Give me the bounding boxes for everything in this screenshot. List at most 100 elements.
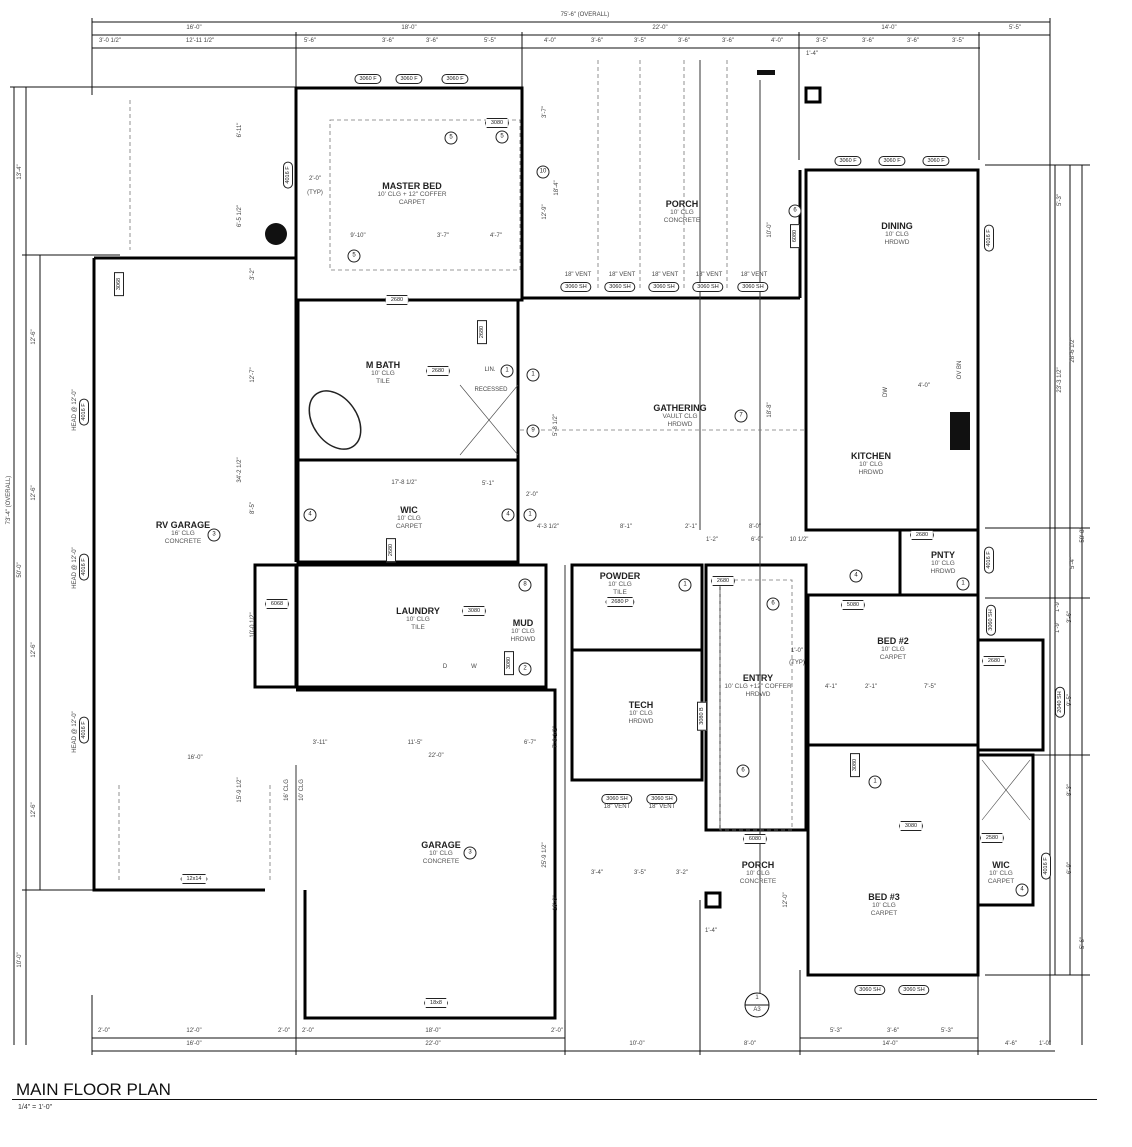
keynote-marker: 5 <box>444 131 458 145</box>
dimension: 18'-8" <box>767 402 773 418</box>
dimension: 2'-0" <box>526 492 538 498</box>
vent-label: 18" VENT <box>648 804 676 810</box>
room-tech: TECH 10' CLG HRDWD <box>629 700 654 725</box>
dimension: 16'-0" <box>186 1041 202 1047</box>
door-tag: 2680 <box>384 295 410 305</box>
window-tag: 3060 F <box>878 156 906 166</box>
dimension: 4'-0" <box>544 38 556 44</box>
dimension: 3'-6" <box>887 1028 899 1034</box>
door-tag: 6080 <box>790 223 800 249</box>
door-tag: 3080 <box>898 821 924 831</box>
room-floor: CONCRETE <box>164 537 202 545</box>
dimension: 25'-9 1/2" <box>542 842 548 868</box>
room-floor: HRDWD <box>884 238 910 246</box>
room-floor: CARPET <box>987 877 1015 885</box>
ceiling-note: 10' CLG <box>299 779 305 801</box>
dimension: 5'-3" <box>1057 194 1063 206</box>
window-tag: 3060 SH <box>560 282 592 292</box>
room-entry: ENTRY 10' CLG +12" COFFER HRDWD <box>724 673 791 698</box>
dimension: 1'-4" <box>705 928 717 934</box>
window-tag: 3060 SH <box>986 604 996 636</box>
dimension: 58'-8" <box>1080 527 1086 543</box>
washer-label: W <box>471 664 477 670</box>
room-ceiling: 16' CLG <box>171 530 195 538</box>
door-tag: 2680 <box>981 656 1007 666</box>
keynote-marker: 6 <box>788 204 802 218</box>
dimension: 9'-5" <box>1067 694 1073 706</box>
dimension: 7'-5" <box>924 684 936 690</box>
dimension: 4'-6" <box>1005 1041 1017 1047</box>
room-name: GATHERING <box>653 403 707 413</box>
dimension: 3'-5" <box>816 38 828 44</box>
dimension: 50'-0" <box>17 562 23 578</box>
dimension: 16'-0" <box>187 755 203 761</box>
room-floor: HRDWD <box>858 468 884 476</box>
dimension: 3'-5" <box>952 38 964 44</box>
title-underline <box>12 1099 1097 1100</box>
room-name: MUD <box>512 618 534 628</box>
window-tag: 4016 F <box>984 224 994 252</box>
drawing-scale: 1/4" = 1'-0" <box>18 1104 53 1111</box>
vent-label: 18" VENT <box>603 804 631 810</box>
dimension: 10'-0 1/2" <box>250 612 256 638</box>
room-porch-rear: PORCH 10' CLG CONCRETE <box>664 199 700 224</box>
room-name: LAUNDRY <box>396 606 440 616</box>
room-name: PORCH <box>665 199 699 209</box>
room-floor: HRDWD <box>745 690 771 698</box>
dimension: 12'-11 1/2" <box>185 38 215 44</box>
dimension: 8'-5" <box>250 502 256 514</box>
door-tag: 3080 <box>484 118 510 128</box>
dimension: 3'-0 1/2" <box>99 38 121 44</box>
dimension: 9'-10" <box>350 233 366 239</box>
room-name: TECH <box>628 700 654 710</box>
dimension: 13'-4" <box>17 164 23 180</box>
room-kitchen: KITCHEN 10' CLG HRDWD <box>851 451 891 476</box>
dimension: 12'-7" <box>250 367 256 383</box>
dimension: 15'-9 1/2" <box>237 777 243 803</box>
dimension: 14'-0" <box>882 1041 898 1047</box>
window-tag: 3060 SH <box>648 282 680 292</box>
door-tag: 2680 <box>909 530 935 540</box>
door-tag: 2680 <box>477 319 487 345</box>
dimension: 22'-0" <box>652 25 668 31</box>
room-bed-2: BED #2 10' CLG CARPET <box>877 636 909 661</box>
keynote-marker: 10 <box>536 165 550 179</box>
dimension: 4'-0" <box>771 38 783 44</box>
room-ceiling: 10' CLG <box>629 710 653 718</box>
dimension: 10'-0" <box>767 222 773 238</box>
room-garage: GARAGE 10' CLG CONCRETE <box>421 840 461 865</box>
window-tag: 3060 SH <box>898 985 930 995</box>
dimension: 2'-1" <box>865 684 877 690</box>
room-floor: CARPET <box>879 653 907 661</box>
dimension: 8'-0" <box>749 524 761 530</box>
room-name: BED #3 <box>868 892 900 902</box>
dimension: 3'-6" <box>1067 611 1073 623</box>
window-tag: 4016 F <box>984 546 994 574</box>
room-ceiling: 10' CLG <box>885 231 909 239</box>
dimension: 22'-0" <box>425 1041 441 1047</box>
dimension: 4'-3 1/2" <box>537 524 559 530</box>
dimension: 7'-9 1/2" <box>553 726 559 748</box>
dryer-label: D <box>442 664 448 670</box>
door-tag: 18x8 <box>424 998 448 1008</box>
drawing-title: MAIN FLOOR PLAN <box>16 1080 171 1099</box>
dimension: 18'-0" <box>425 1028 441 1034</box>
window-tag: 4016 F <box>1041 852 1051 880</box>
dimension: 1'-0" <box>791 648 803 654</box>
window-tag: 3060 SH <box>601 794 633 804</box>
keynote-marker: 7 <box>734 409 748 423</box>
window-tag: 3060 SH <box>737 282 769 292</box>
vent-label: 18" VENT <box>695 272 723 278</box>
keynote-marker: 1 <box>678 578 692 592</box>
keynote-marker: 4 <box>849 569 863 583</box>
room-name: PORCH <box>741 860 775 870</box>
keynote-marker: 6 <box>736 764 750 778</box>
dimension: 2'-1" <box>685 524 697 530</box>
room-name: KITCHEN <box>851 451 891 461</box>
door-tag: 2580 <box>979 833 1005 843</box>
room-ceiling: VAULT CLG <box>662 413 698 421</box>
dimension: 10 1/2" <box>789 537 809 543</box>
window-tag: 3060 F <box>834 156 862 166</box>
